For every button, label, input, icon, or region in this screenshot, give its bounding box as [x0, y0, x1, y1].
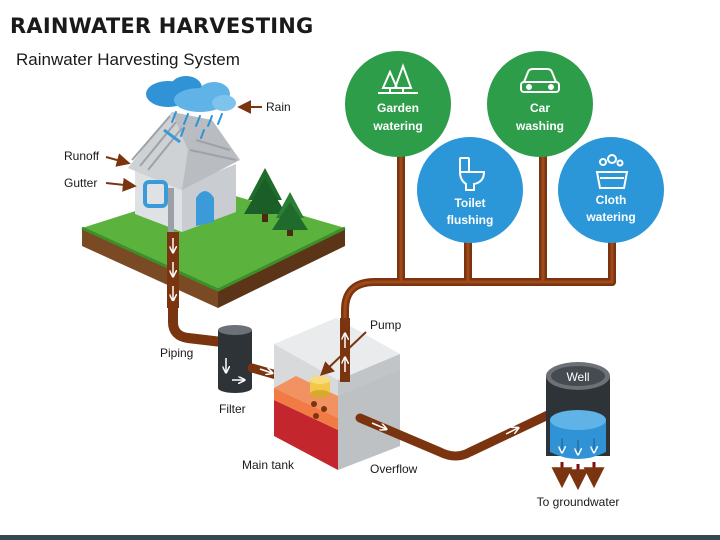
toilet-icon	[458, 157, 486, 191]
page-title: RAINWATER HARVESTING	[10, 14, 314, 38]
laundry-basket-icon	[595, 154, 629, 189]
runoff-label: Runoff	[64, 149, 100, 163]
rain-clouds	[146, 76, 236, 139]
page-subtitle: Rainwater Harvesting System	[16, 50, 240, 69]
overflow-pipe	[355, 410, 553, 461]
car-label-1: Car	[530, 101, 550, 115]
groundwater-label: To groundwater	[537, 495, 620, 509]
car-washing-circle: Car washing	[487, 51, 593, 157]
overflow-label: Overflow	[370, 462, 418, 476]
groundwater-arrows	[551, 462, 605, 491]
rain-label: Rain	[266, 100, 291, 114]
garden-label-2: watering	[372, 119, 422, 133]
pump-label: Pump	[370, 318, 402, 332]
car-icon	[520, 68, 560, 93]
pump-riser	[340, 318, 350, 382]
main-tank-label: Main tank	[242, 458, 295, 472]
trees-icon	[378, 63, 418, 94]
gutter-label: Gutter	[64, 176, 97, 190]
pine-trees	[244, 168, 308, 236]
toilet-label-1: Toilet	[454, 196, 485, 210]
pump	[310, 376, 330, 419]
filter-cylinder	[218, 325, 252, 393]
well	[546, 362, 610, 459]
filter-label: Filter	[219, 402, 246, 416]
cloth-label-1: Cloth	[596, 193, 627, 207]
piping-label: Piping	[160, 346, 193, 360]
cloth-label-2: watering	[585, 210, 635, 224]
rain-drops	[171, 111, 223, 139]
garden-watering-circle: Garden watering	[345, 51, 451, 157]
well-flow-arrows	[562, 438, 594, 454]
well-label: Well	[566, 370, 589, 384]
label-pointers	[105, 100, 367, 376]
car-label-2: washing	[515, 119, 564, 133]
downpipe	[167, 232, 179, 308]
footer-bar	[0, 535, 720, 540]
toilet-flushing-circle: Toilet flushing	[417, 137, 523, 243]
house	[128, 112, 240, 232]
main-tank	[274, 318, 400, 470]
garden-label-1: Garden	[377, 101, 419, 115]
piping-to-filter	[168, 301, 227, 347]
toilet-label-2: flushing	[447, 213, 494, 227]
cloth-watering-circle: Cloth watering	[558, 137, 664, 243]
